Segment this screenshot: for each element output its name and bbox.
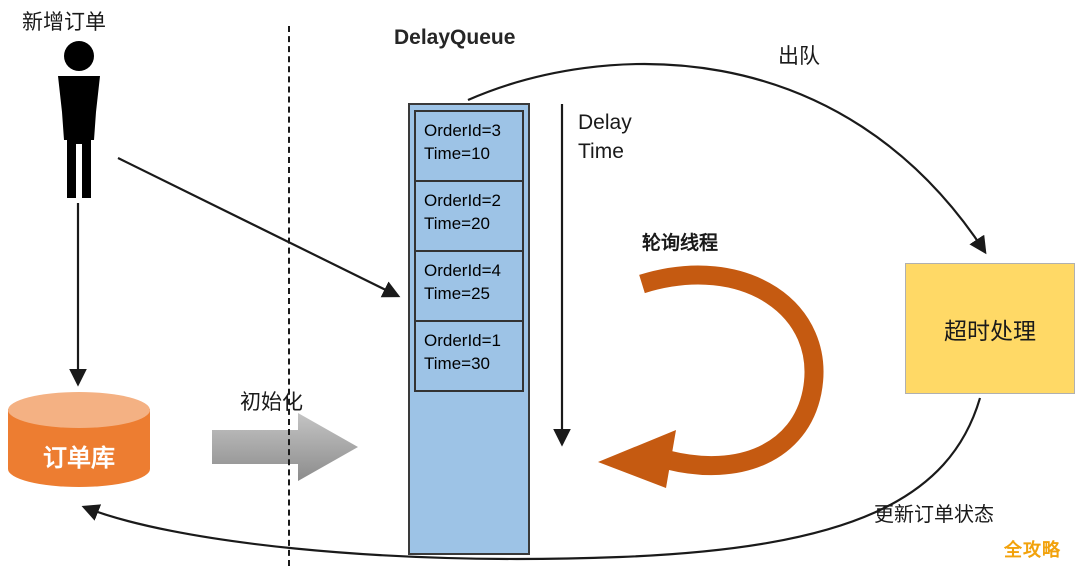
queue-item-time: Time=30 [424, 353, 490, 373]
dequeue-curve [467, 63, 987, 255]
queue-item: OrderId=4 Time=25 [414, 250, 524, 322]
queue-title: DelayQueue [394, 26, 516, 49]
new-order-label: 新增订单 [22, 11, 106, 34]
delay-time-label: Delay Time [578, 111, 632, 164]
watermark: 全攻略 [1004, 540, 1061, 560]
queue-item-orderid: OrderId=2 [424, 191, 502, 210]
queue-item-orderid: OrderId=1 [424, 331, 502, 350]
queue-item-time: Time=25 [424, 283, 490, 303]
order-db: 订单库 [8, 392, 150, 502]
delay-queue: OrderId=3 Time=10 OrderId=2 Time=20 Orde… [408, 103, 530, 555]
queue-item-time: Time=10 [424, 143, 490, 163]
queue-item: OrderId=1 Time=30 [414, 320, 524, 392]
dashed-divider [288, 26, 290, 566]
person-to-queue-arrow [117, 157, 401, 298]
update-status-label: 更新订单状态 [874, 504, 994, 526]
queue-item: OrderId=2 Time=20 [414, 180, 524, 252]
update-status-curve [81, 397, 982, 560]
db-cylinder-top [8, 392, 150, 428]
init-label: 初始化 [240, 391, 303, 414]
queue-item-orderid: OrderId=3 [424, 121, 502, 140]
polling-thread-label: 轮询线程 [642, 233, 719, 254]
dequeue-label: 出队 [778, 45, 820, 68]
init-arrow [212, 413, 358, 481]
queue-item-time: Time=20 [424, 213, 490, 233]
queue-item-orderid: OrderId=4 [424, 261, 502, 280]
timeout-label: 超时处理 [944, 317, 1036, 344]
polling-swirl-arrow [598, 265, 824, 488]
timeout-handling-box: 超时处理 [905, 263, 1075, 394]
queue-item: OrderId=3 Time=10 [414, 110, 524, 182]
person-icon [58, 41, 100, 198]
db-label: 订单库 [43, 445, 115, 472]
